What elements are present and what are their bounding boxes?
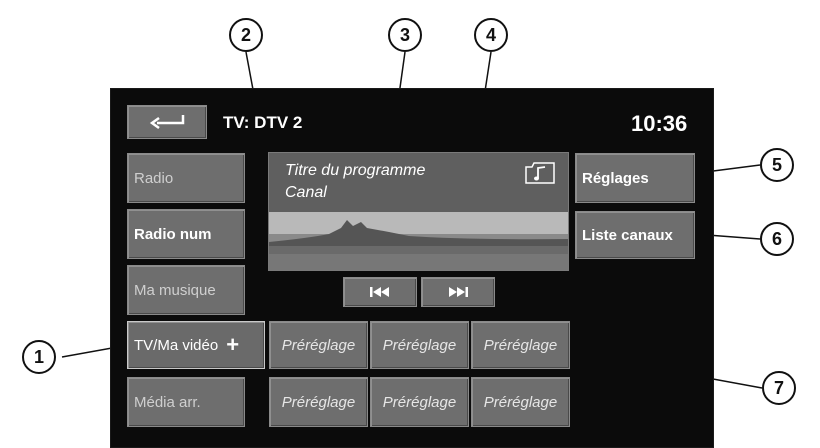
settings-button[interactable]: Réglages bbox=[575, 153, 695, 203]
menu-tv-video-label: TV/Ma vidéo bbox=[134, 336, 219, 354]
preset-4[interactable]: Préréglage bbox=[269, 377, 368, 427]
callout-7: 7 bbox=[762, 371, 796, 405]
return-arrow-icon bbox=[149, 115, 185, 130]
callout-2: 2 bbox=[229, 18, 263, 52]
preset-6[interactable]: Préréglage bbox=[471, 377, 570, 427]
preset-2[interactable]: Préréglage bbox=[370, 321, 469, 369]
menu-tv-video[interactable]: TV/Ma vidéo + bbox=[127, 321, 265, 369]
preset-5[interactable]: Préréglage bbox=[370, 377, 469, 427]
channel-name: Canal bbox=[285, 184, 327, 201]
media-panel: Titre du programme Canal bbox=[268, 152, 569, 271]
next-button[interactable] bbox=[421, 277, 495, 307]
plus-icon: + bbox=[226, 332, 240, 357]
callout-1: 1 bbox=[22, 340, 56, 374]
program-title: Titre du programme bbox=[285, 162, 426, 179]
skip-next-icon bbox=[449, 287, 468, 297]
callout-3: 3 bbox=[388, 18, 422, 52]
menu-media-off[interactable]: Média arr. bbox=[127, 377, 245, 427]
back-button[interactable] bbox=[127, 105, 207, 139]
menu-radio-num[interactable]: Radio num bbox=[127, 209, 245, 259]
page-title: TV: DTV 2 bbox=[223, 113, 303, 132]
callout-4: 4 bbox=[474, 18, 508, 52]
callout-6: 6 bbox=[760, 222, 794, 256]
prev-button[interactable] bbox=[343, 277, 417, 307]
music-note-icon[interactable] bbox=[524, 161, 556, 185]
preset-3[interactable]: Préréglage bbox=[471, 321, 570, 369]
callout-5: 5 bbox=[760, 148, 794, 182]
skip-previous-icon bbox=[370, 287, 389, 297]
clock: 10:36 bbox=[631, 111, 688, 136]
infotainment-screen: TV: DTV 2 10:36 Radio Radio num Ma musiq… bbox=[110, 88, 714, 448]
menu-my-music[interactable]: Ma musique bbox=[127, 265, 245, 315]
menu-radio[interactable]: Radio bbox=[127, 153, 245, 203]
preset-1[interactable]: Préréglage bbox=[269, 321, 368, 369]
program-thumbnail bbox=[269, 212, 568, 270]
channel-list-button[interactable]: Liste canaux bbox=[575, 211, 695, 259]
